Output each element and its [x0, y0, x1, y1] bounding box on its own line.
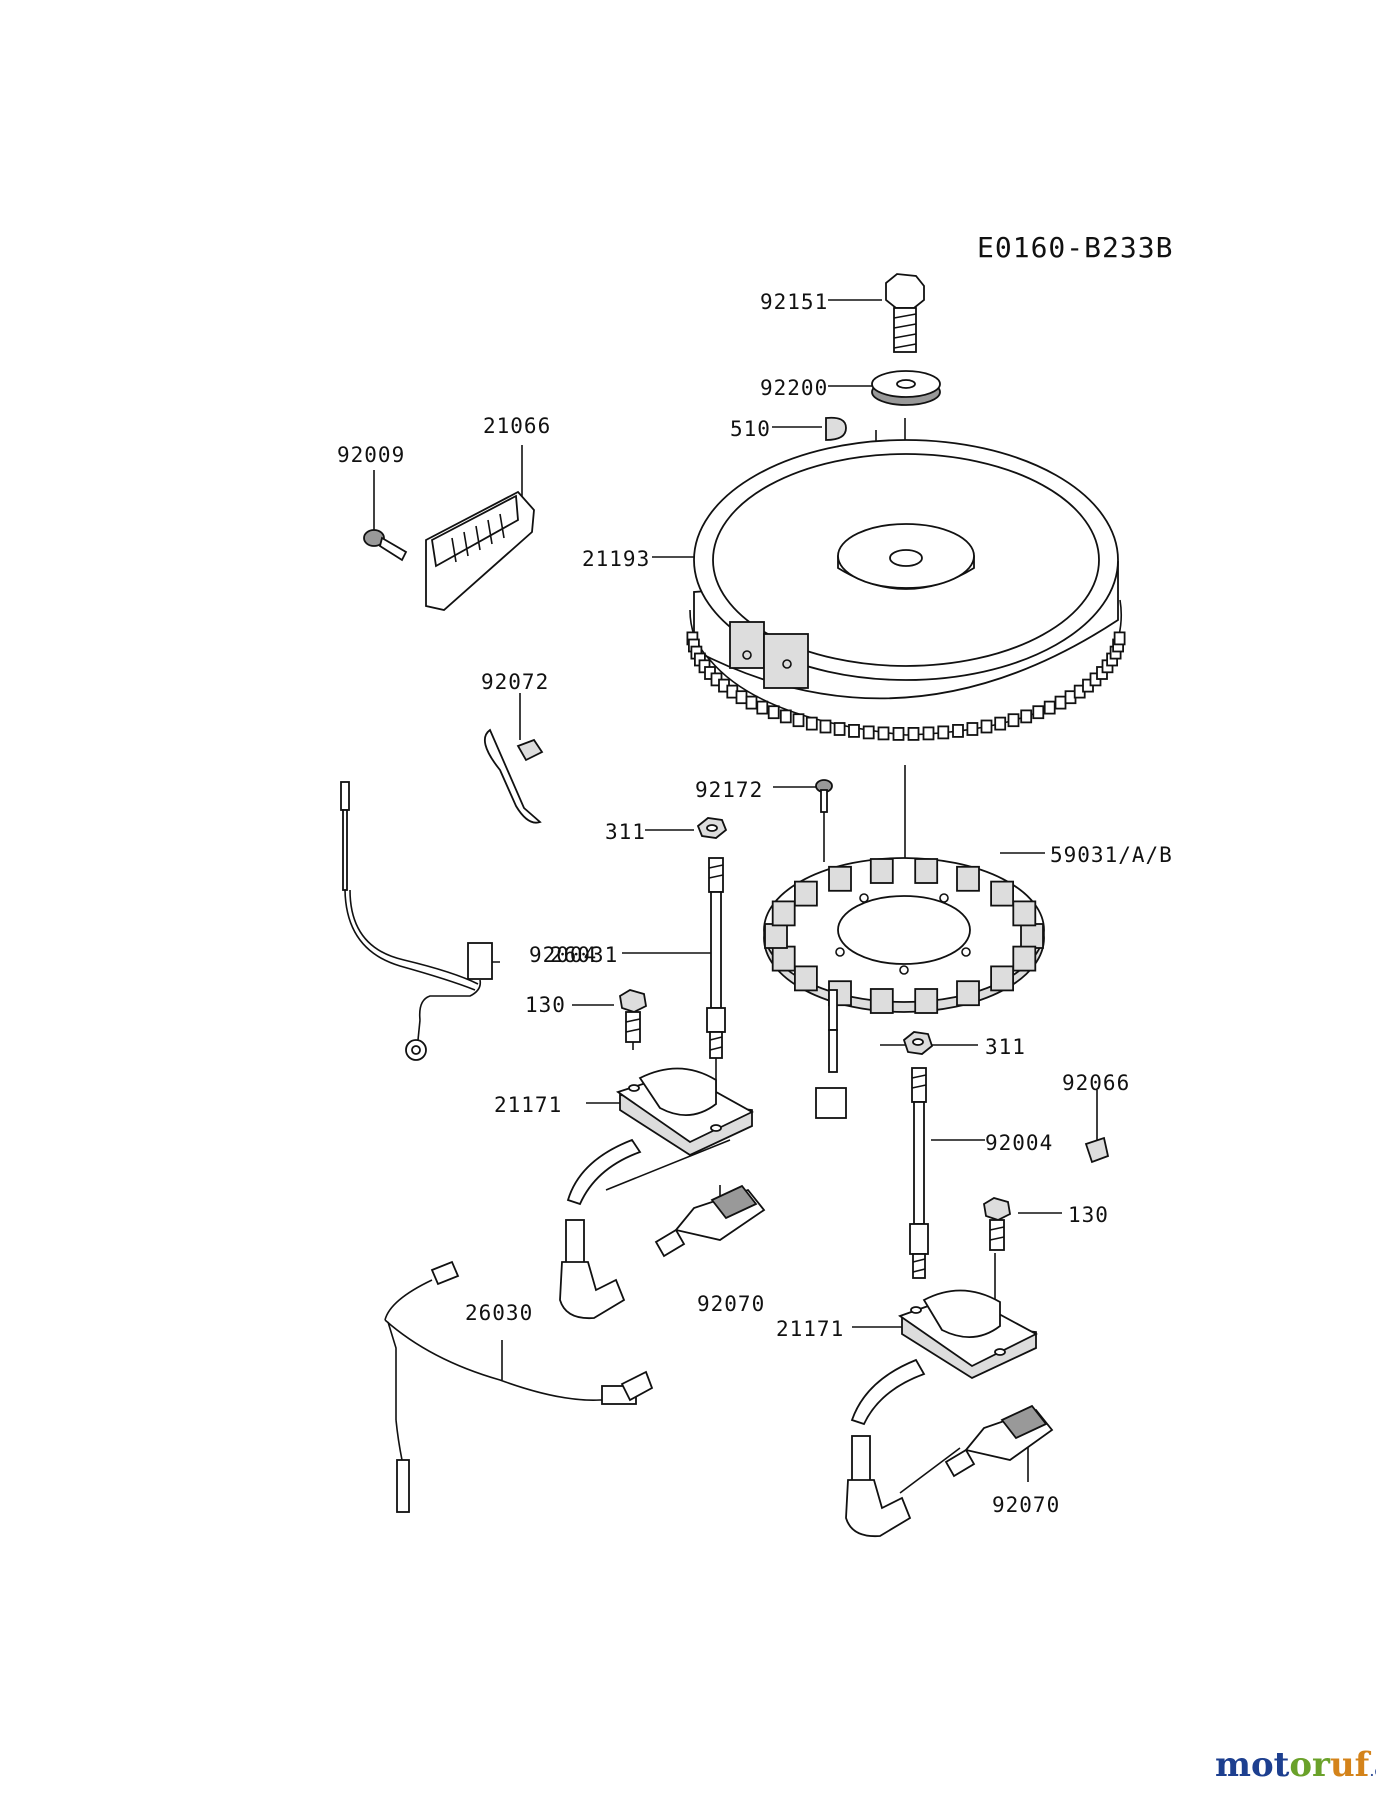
gear-tooth — [862, 725, 875, 740]
stator-pole — [956, 865, 980, 892]
part-label-wiring-lead-26030: 26030 — [465, 1301, 534, 1325]
ring-gear-teeth — [686, 631, 1126, 741]
stator-drawing — [763, 857, 1045, 1119]
stator-pole — [914, 988, 939, 1014]
gear-tooth — [848, 724, 860, 738]
leader-lines — [373, 299, 1098, 1494]
gear-tooth — [735, 690, 748, 705]
gear-tooth — [907, 727, 920, 741]
gear-tooth — [1007, 713, 1020, 728]
stator-pole — [1012, 900, 1037, 927]
spark-plug-right-drawing — [944, 1404, 1054, 1478]
nut-left-drawing — [696, 817, 728, 839]
flywheel-drawing — [686, 439, 1126, 741]
ignition-coil-left-drawing — [559, 1067, 754, 1320]
part-label-flywheel-key: 510 — [730, 417, 771, 441]
gear-tooth — [819, 719, 832, 734]
flywheel-key-drawing — [825, 416, 847, 441]
part-label-bolt-right: 130 — [1068, 1203, 1109, 1227]
stator-pole — [914, 858, 939, 884]
gear-tooth — [1054, 695, 1067, 710]
gear-tooth — [966, 722, 979, 736]
part-label-regulator-screw: 92009 — [337, 443, 406, 467]
stator-pole — [771, 945, 796, 972]
part-label-nut-right: 311 — [985, 1035, 1026, 1059]
stator-pole — [869, 988, 894, 1014]
stator-pole — [1020, 923, 1044, 949]
regulator-screw-drawing — [363, 529, 408, 562]
part-label-ignition-coil-left: 21171 — [494, 1093, 563, 1117]
gear-tooth — [922, 726, 935, 741]
part-label-stud-left: 92004 — [529, 943, 598, 967]
part-label-plug-92066: 92066 — [1062, 1071, 1131, 1095]
regulator-drawing — [425, 490, 535, 611]
gear-tooth — [792, 713, 805, 728]
gear-tooth — [756, 700, 769, 715]
plug-92066-drawing — [1084, 1136, 1110, 1164]
gear-tooth — [805, 716, 818, 731]
spark-plug-left-drawing — [654, 1184, 766, 1258]
gear-tooth — [952, 724, 964, 738]
stator-pole — [764, 923, 788, 949]
wiring-lead-26031-drawing — [340, 781, 493, 1061]
stator-pole — [771, 900, 796, 927]
part-label-stator: 59031/A/B — [1050, 843, 1173, 867]
gear-tooth — [937, 725, 950, 740]
gear-tooth — [833, 722, 846, 736]
wire-clamp-drawing — [483, 728, 544, 824]
gear-tooth — [779, 709, 792, 724]
gear-tooth — [994, 716, 1007, 731]
gear-tooth — [892, 727, 905, 741]
stator-pole — [794, 880, 818, 907]
part-label-spark-plug-left: 92070 — [697, 1292, 766, 1316]
part-label-flywheel: 21193 — [582, 547, 651, 571]
gear-tooth — [767, 705, 780, 720]
gear-tooth — [1032, 705, 1045, 720]
gear-tooth — [1043, 700, 1056, 715]
gear-tooth — [1020, 709, 1033, 724]
flywheel-bolt-drawing — [885, 273, 925, 353]
part-label-wiring-lead-26031: 26031 — [550, 943, 619, 967]
part-label-flywheel-washer: 92200 — [760, 376, 829, 400]
part-label-bolt-left: 130 — [525, 993, 566, 1017]
nut-right-drawing — [902, 1031, 934, 1055]
part-label-nut-left: 311 — [605, 820, 646, 844]
flywheel-washer-drawing — [871, 370, 941, 406]
part-label-stud-right: 92004 — [985, 1131, 1054, 1155]
part-label-spark-plug-right: 92070 — [992, 1493, 1061, 1517]
bolt-right-drawing — [983, 1197, 1011, 1251]
stator-pole — [794, 965, 818, 992]
gear-tooth — [980, 719, 993, 734]
gear-tooth — [1113, 631, 1126, 646]
bolt-left-drawing — [619, 989, 647, 1043]
stator-poles — [764, 858, 1044, 1014]
stator-pole — [1012, 945, 1037, 972]
ignition-coil-right-drawing — [845, 1289, 1038, 1538]
part-label-wire-clamp: 92072 — [481, 670, 550, 694]
stator-pole — [828, 865, 852, 892]
gear-tooth — [877, 726, 890, 741]
stator-pole — [869, 858, 894, 884]
part-label-flywheel-bolt: 92151 — [760, 290, 829, 314]
diagram-code: E0160-B233B — [977, 231, 1174, 264]
motoruf-watermark-logo: motoruf.de — [1215, 1745, 1376, 1785]
stator-screw-drawing — [815, 779, 833, 813]
part-label-stator-screw: 92172 — [695, 778, 764, 802]
stud-left-drawing — [706, 857, 726, 1059]
wiring-lead-26030-drawing — [384, 1260, 654, 1513]
gear-tooth — [745, 695, 758, 710]
stud-right-drawing — [909, 1067, 929, 1279]
part-label-ignition-coil-right: 21171 — [776, 1317, 845, 1341]
part-label-regulator: 21066 — [483, 414, 552, 438]
stator-pole — [990, 965, 1014, 992]
stator-pole — [990, 880, 1014, 907]
stator-pole — [956, 980, 980, 1007]
